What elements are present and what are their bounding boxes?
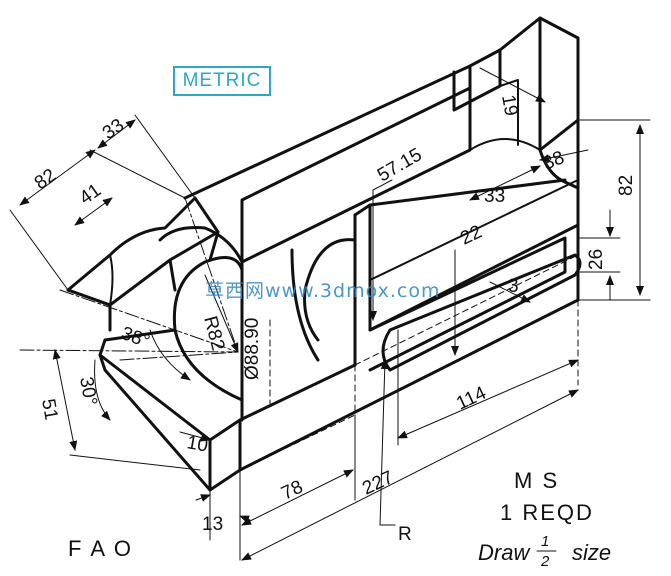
- quantity-note: 1 REQD: [500, 500, 594, 525]
- fao-note: F A O: [68, 536, 133, 561]
- dim-r: R: [398, 524, 412, 545]
- dim-78: 78: [278, 477, 306, 505]
- dim-114: 114: [453, 383, 490, 415]
- dim-19: 19: [497, 93, 521, 117]
- dim-227: 227: [359, 467, 397, 499]
- part-outline: [66, 16, 582, 492]
- dim-angle-38: 38°: [118, 323, 152, 353]
- dim-82-top: 82: [31, 165, 60, 194]
- dim-26: 26: [586, 249, 607, 270]
- dim-57-15: 57.15: [374, 144, 426, 186]
- scale-denominator: 2: [540, 553, 550, 570]
- dim-41: 41: [76, 180, 105, 209]
- dim-diameter: Ø88.90: [242, 318, 263, 380]
- watermark-text: 草西网www.3dmox.com: [205, 280, 441, 302]
- scale-prefix: Draw: [478, 540, 531, 565]
- dim-33-mid: 33: [484, 186, 505, 207]
- dim-10: 10: [185, 432, 209, 456]
- dim-33: 33: [99, 115, 128, 144]
- dim-82-right: 82: [616, 175, 637, 196]
- dim-3: 3: [508, 276, 519, 297]
- drawing-notes: F A O M S 1 REQD Draw 1 2 size: [68, 468, 611, 570]
- dim-38-right: 38: [540, 147, 567, 174]
- construction-lines: [19, 197, 579, 561]
- material-note: M S: [514, 468, 559, 493]
- dim-51: 51: [37, 397, 61, 421]
- scale-suffix: size: [572, 540, 611, 565]
- metric-label: METRIC: [173, 66, 271, 96]
- dim-angle-30: 30°: [75, 375, 101, 407]
- scale-numerator: 1: [541, 533, 549, 550]
- dim-13: 13: [202, 514, 223, 535]
- dimension-lines: [9, 67, 651, 561]
